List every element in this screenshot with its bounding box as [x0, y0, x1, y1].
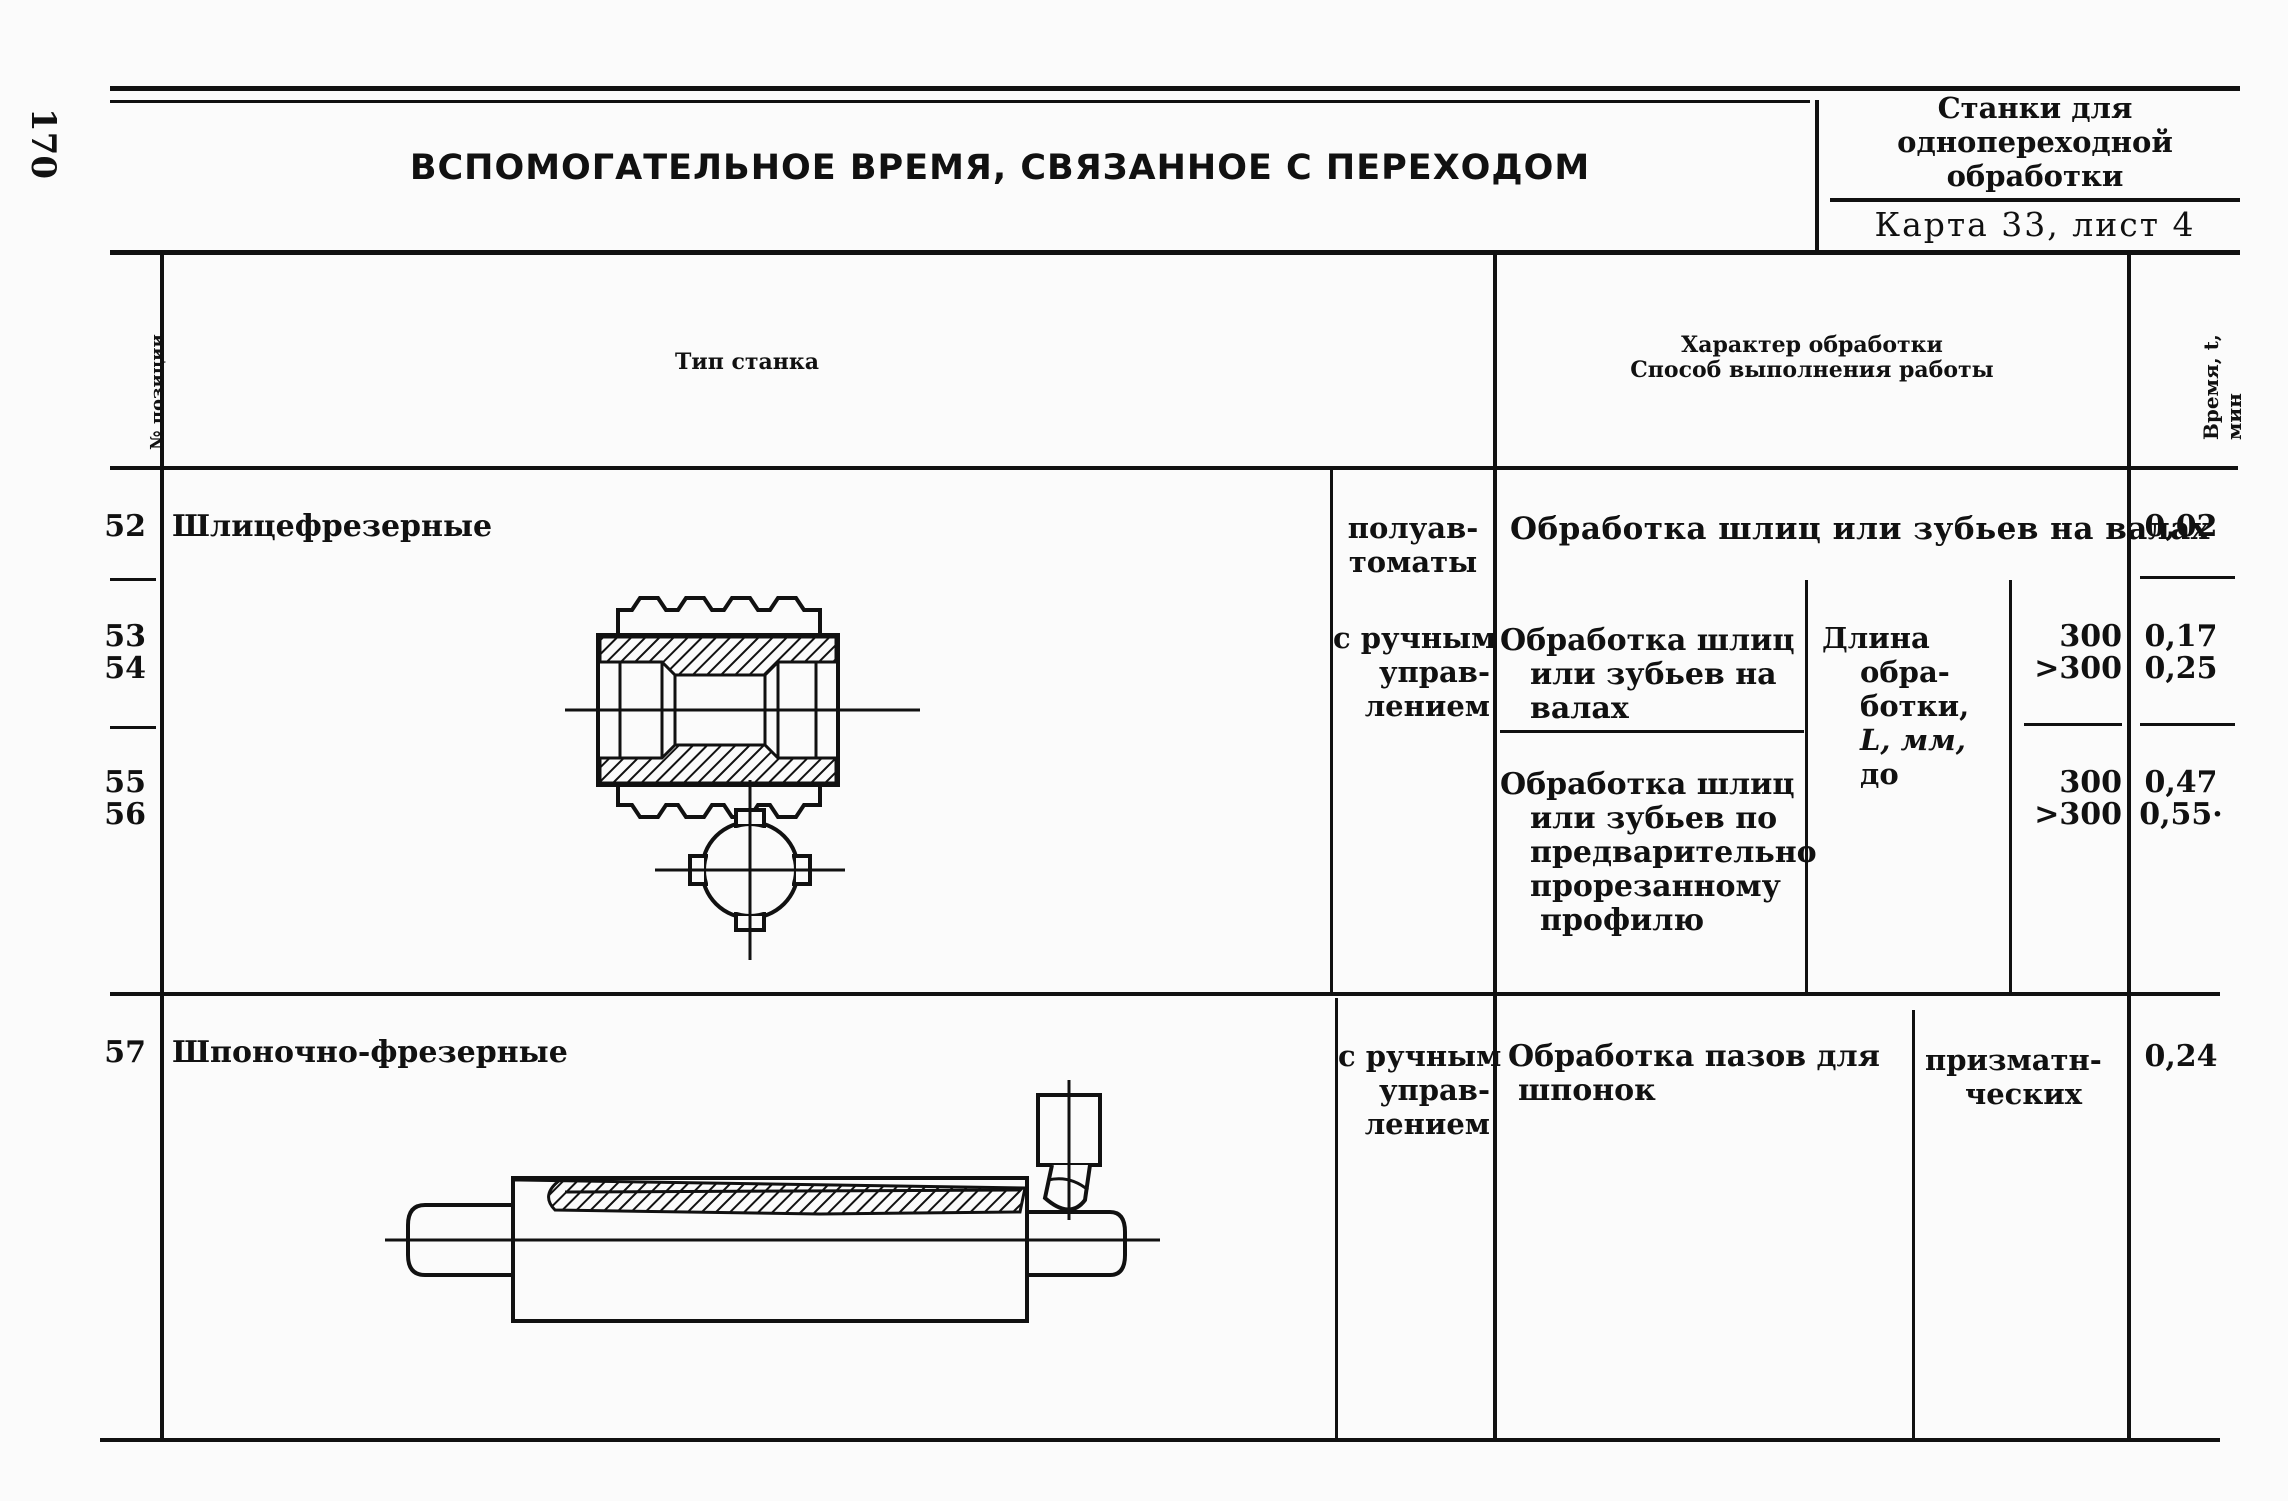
column-header-processing-line1: Характер обработки: [1681, 332, 1943, 358]
page-title: ВСПОМОГАТЕЛЬНОЕ ВРЕМЯ, СВЯЗАННОЕ С ПЕРЕХ…: [409, 148, 1591, 188]
control-52-line2: томаты: [1348, 545, 1478, 579]
keyway-57-line2: ческих: [1965, 1077, 2083, 1111]
keyway-milling-drawing: [385, 1080, 1160, 1323]
time-52: 0,02: [2144, 509, 2218, 544]
vline-pos: [160, 255, 164, 1438]
rule-bottom: [100, 1438, 2220, 1442]
processing-53-line3: валах: [1530, 691, 1629, 726]
vline-length: [1805, 580, 1808, 992]
processing-55-line4: прорезанному: [1530, 869, 1781, 904]
time-57: 0,24: [2144, 1039, 2218, 1074]
time-53: 0,17: [2144, 619, 2218, 654]
control-53-line2: управ-: [1378, 655, 1490, 689]
position-56: 56: [104, 797, 146, 832]
category-line2: однопереходной: [1897, 125, 2173, 159]
length-label-line5: до: [1860, 757, 1899, 791]
length-56: >300: [2034, 797, 2122, 832]
rule-row52-time: [2140, 576, 2235, 579]
position-53: 53: [104, 619, 146, 654]
length-53: 300: [2059, 619, 2122, 654]
vline-keyway: [1912, 1010, 1915, 1438]
rule-header-bottom: [110, 250, 2240, 255]
processing-52: Обработка шлиц или зубьев на валах: [1510, 511, 2210, 547]
column-header-machine-type: Тип станка: [675, 349, 819, 375]
rule-row52-pos: [110, 578, 156, 581]
control-53-line1: с ручным: [1333, 621, 1497, 655]
category-line3: обработки: [1946, 159, 2124, 193]
rule-top: [110, 86, 2240, 91]
length-label-line2: обра-: [1860, 655, 1950, 689]
time-56: 0,55·: [2139, 797, 2223, 832]
rule-proc-split: [1500, 730, 1804, 733]
processing-53-line1: Обработка шлиц: [1500, 623, 1795, 658]
length-label-line4: L, мм,: [1860, 723, 1966, 757]
rule-time-split: [2140, 723, 2235, 726]
processing-55-line3: предварительно: [1530, 835, 1817, 870]
processing-57-line1: Обработка пазов для: [1508, 1039, 1880, 1074]
processing-53-line2: или зубьев на: [1530, 657, 1777, 692]
rule-len-split: [2024, 723, 2122, 726]
category-line1: Станки для: [1937, 91, 2133, 125]
machine-57: Шпоночно-фрезерные: [172, 1035, 568, 1070]
length-label-line3: ботки,: [1860, 689, 1970, 723]
machine-52: Шлицефрезерные: [172, 509, 493, 544]
control-57-line3: лением: [1364, 1107, 1490, 1141]
rule-row53-pos: [110, 726, 156, 729]
spline-milling-drawing: [565, 596, 920, 960]
position-52: 52: [104, 509, 146, 544]
processing-57-line2: шпонок: [1518, 1073, 1656, 1108]
column-header-processing-line2: Способ выполнения работы: [1630, 357, 1994, 383]
processing-55-line2: или зубьев по: [1530, 801, 1778, 836]
control-53-line3: лением: [1364, 689, 1490, 723]
time-54: 0,25: [2144, 651, 2218, 686]
vline-time: [2127, 255, 2131, 1438]
vline-header-divider: [1815, 100, 1819, 250]
control-57-line2: управ-: [1378, 1073, 1490, 1107]
vline-machine: [1330, 470, 1333, 992]
column-header-time: Время, t, мин: [2199, 334, 2246, 440]
rule-colhead-bottom: [110, 466, 2238, 470]
control-52-line1: полуав-: [1347, 511, 1479, 545]
processing-55-line1: Обработка шлиц: [1500, 767, 1795, 802]
position-54: 54: [104, 651, 146, 686]
rule-row55-bottom: [110, 992, 2220, 996]
vline-machine-57: [1335, 998, 1338, 1438]
position-57: 57: [104, 1035, 146, 1070]
rule-category-split: [1830, 198, 2240, 202]
control-57-line1: с ручным: [1338, 1039, 1502, 1073]
processing-55-line5: профилю: [1540, 903, 1705, 938]
vline-control: [1493, 255, 1497, 1438]
position-55: 55: [104, 765, 146, 800]
card-label: Карта 33, лист 4: [1874, 205, 2196, 244]
length-54: >300: [2034, 651, 2122, 686]
time-55: 0,47: [2144, 765, 2218, 800]
length-label-line1: Длина: [1822, 621, 1930, 655]
rule-header-upper: [110, 100, 1810, 103]
keyway-57-line1: призматн-: [1925, 1043, 2102, 1077]
vline-length-values: [2009, 580, 2012, 992]
length-55: 300: [2059, 765, 2122, 800]
page-number: 170: [23, 108, 63, 179]
